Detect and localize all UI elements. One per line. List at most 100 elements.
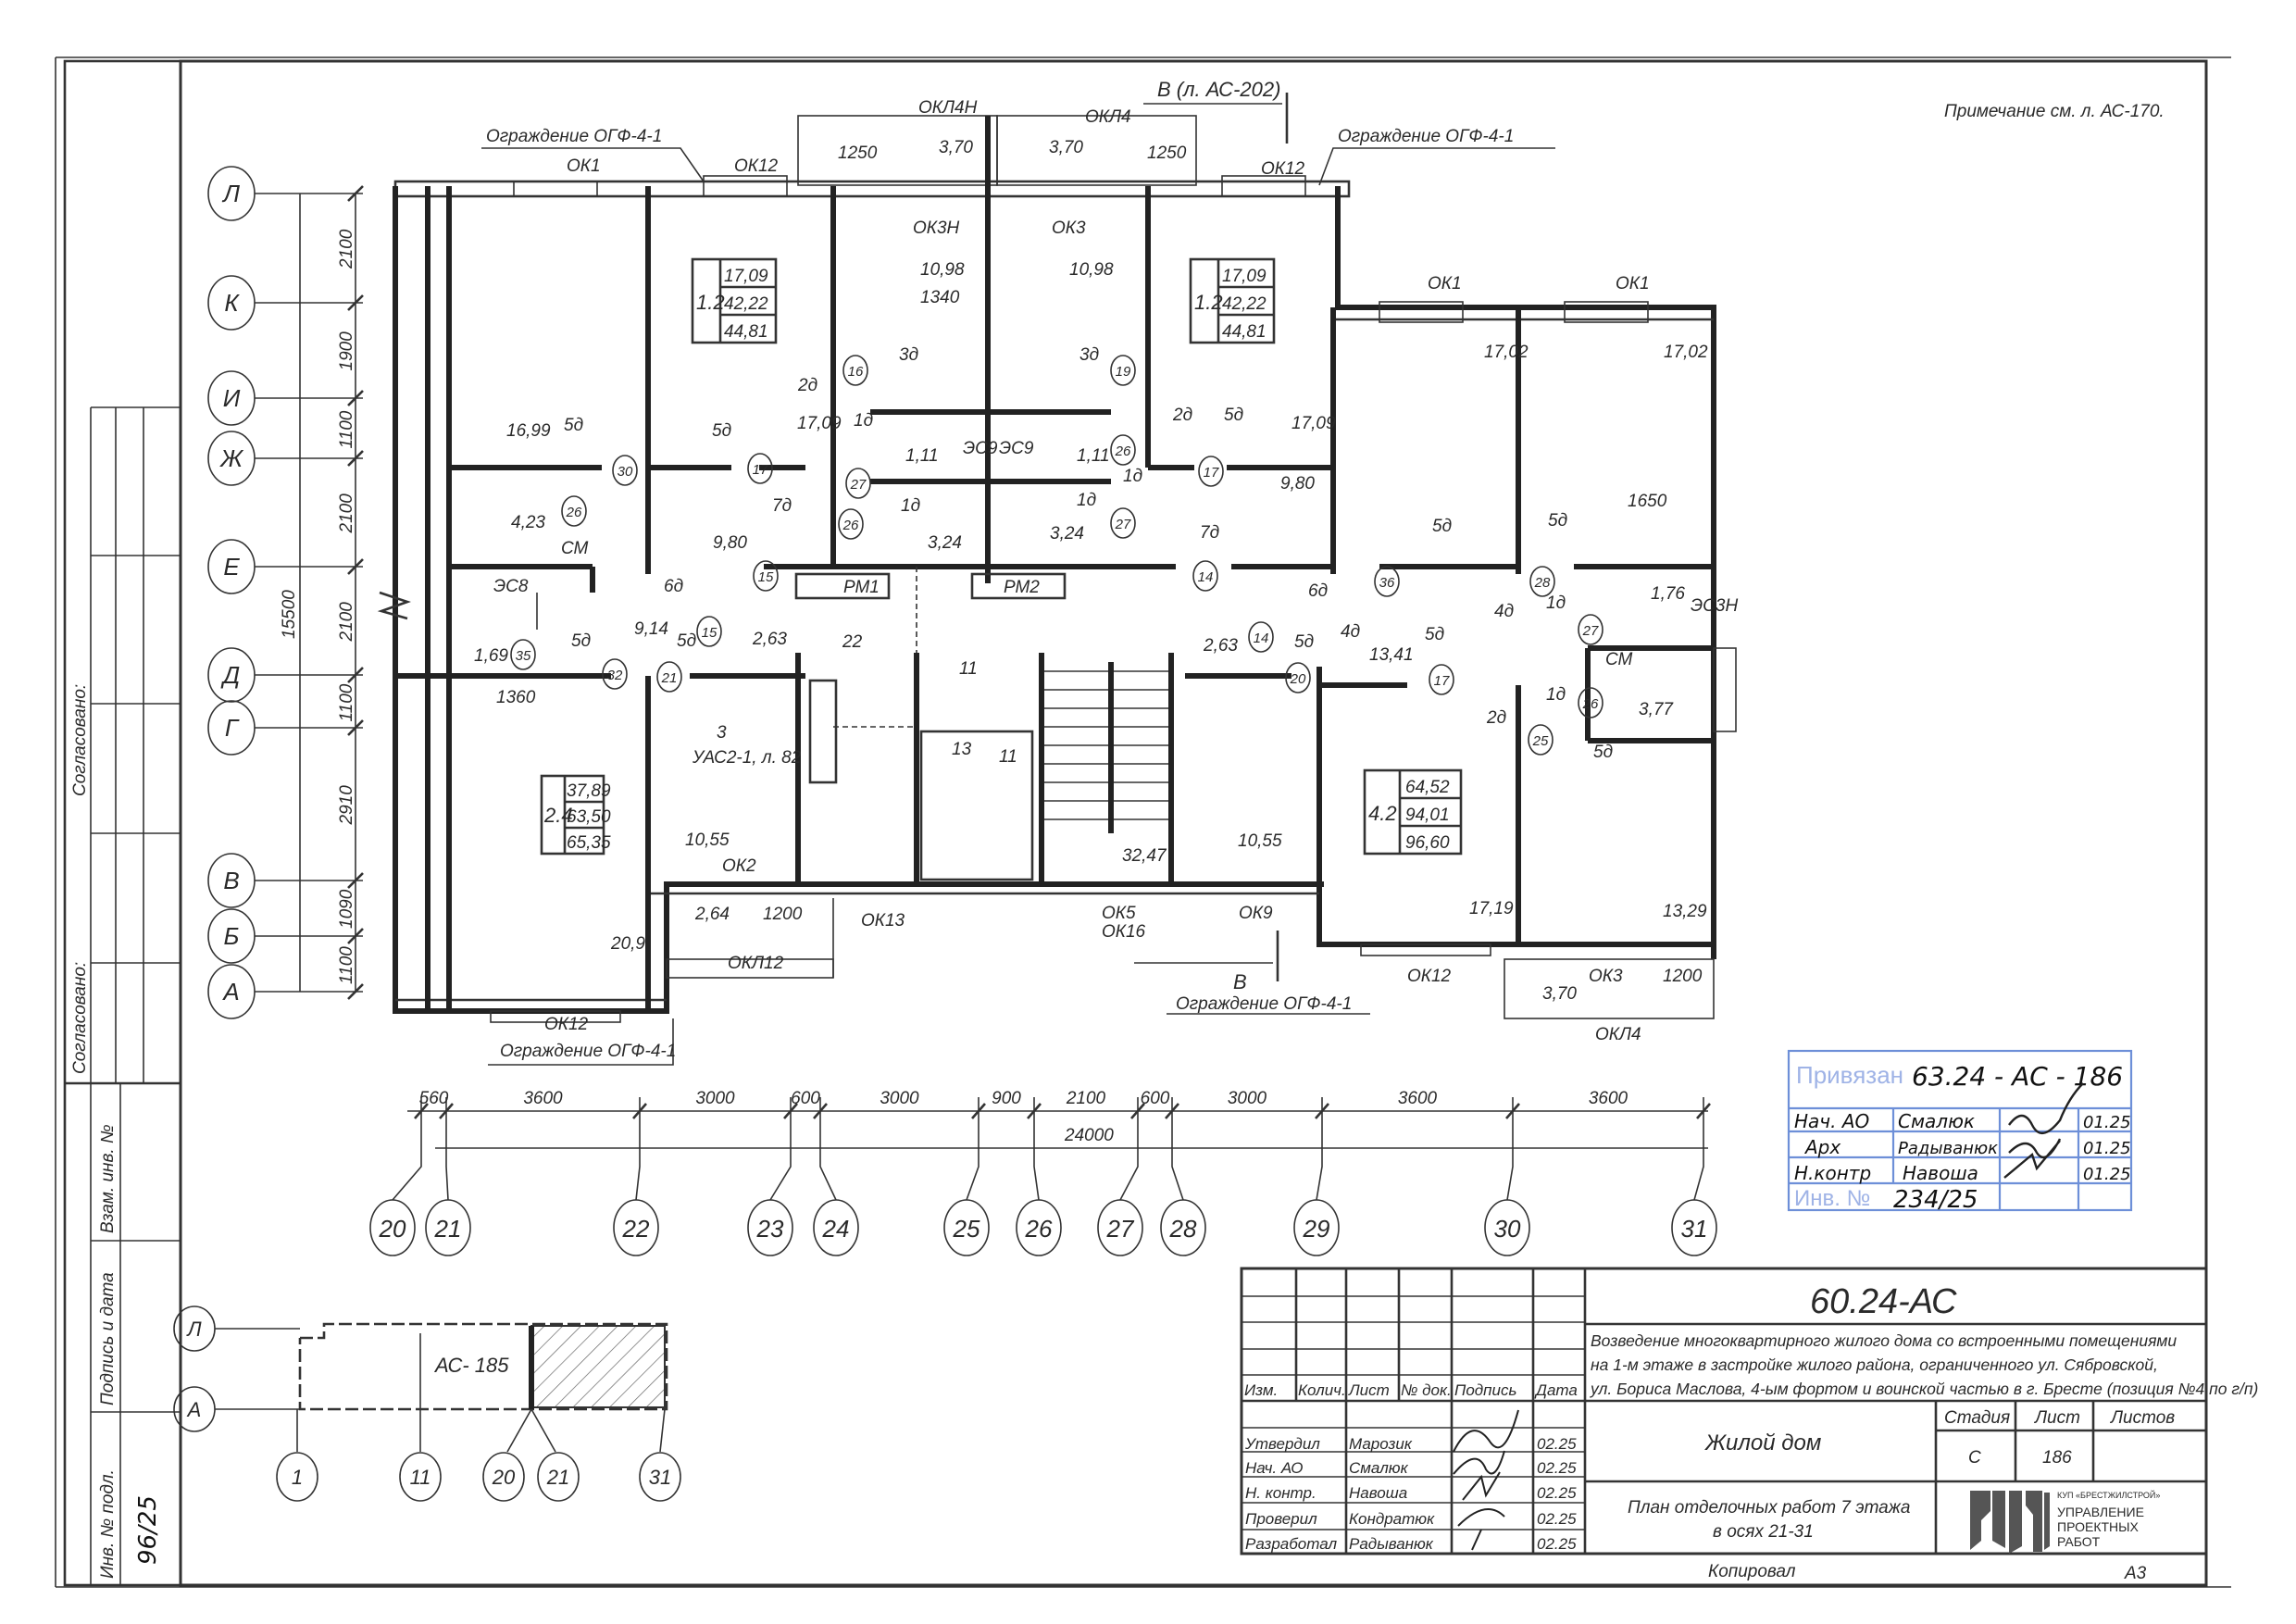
plan-label: ЭС9 bbox=[999, 439, 1034, 458]
plan-label: 5д bbox=[564, 416, 583, 435]
apartment-table: 4.2 64,52 94,01 96,60 bbox=[1363, 768, 1463, 856]
plan-label: 1,69 bbox=[474, 646, 508, 666]
stamp-date: 01.25 bbox=[2083, 1139, 2131, 1158]
plan-label: 2д bbox=[1172, 406, 1192, 425]
floor-plan bbox=[377, 115, 1737, 1066]
vertical-dimension: 1100 bbox=[337, 683, 356, 721]
plan-label: 4д bbox=[1341, 622, 1360, 642]
door-mark: 19 bbox=[1110, 355, 1136, 386]
plan-label: ОК12 bbox=[734, 156, 779, 176]
plan-label: 5д bbox=[712, 421, 731, 441]
door-mark-number: 36 bbox=[1379, 575, 1395, 591]
vertical-total-dimension: 15500 bbox=[280, 590, 299, 639]
vertical-dimension: 2100 bbox=[337, 602, 356, 643]
apartment-total-area: 42,22 bbox=[724, 294, 768, 314]
plan-label: 3,70 bbox=[939, 138, 973, 157]
door-mark-number: 14 bbox=[1198, 569, 1214, 585]
door-mark-number: 27 bbox=[1115, 517, 1131, 532]
plan-label: ОКЛ12 bbox=[728, 954, 784, 973]
row-axis: Е bbox=[207, 539, 364, 594]
revision-header: Дата bbox=[1534, 1381, 1578, 1399]
door-mark-number: 25 bbox=[1532, 733, 1549, 749]
plan-label: ОК3 bbox=[1052, 219, 1086, 238]
linked-stamp: Привязан 63.24 - АС - 186 Нач. АО Смалюк… bbox=[1787, 1049, 2133, 1214]
horizontal-dimension: 560 bbox=[419, 1089, 449, 1108]
door-mark: 14 bbox=[1192, 560, 1218, 592]
vertical-dimension: 1100 bbox=[337, 410, 356, 448]
project-title-line: Возведение многоквартирного жилого дома … bbox=[1591, 1331, 2177, 1350]
plan-label: 13,41 bbox=[1369, 645, 1414, 665]
plan-label: ЭС8 bbox=[493, 577, 529, 596]
apartment-type: 2.4 bbox=[543, 804, 573, 827]
vertical-dimension: 1900 bbox=[337, 331, 356, 371]
plan-label: 3 bbox=[717, 723, 727, 743]
stamp-name: Смалюк bbox=[1898, 1110, 1975, 1132]
plan-label: 1д bbox=[1123, 467, 1142, 486]
door-mark: 30 bbox=[612, 455, 638, 486]
vertical-dimension: 2100 bbox=[337, 493, 356, 534]
plan-label: 5д bbox=[1425, 625, 1444, 644]
key-column-axis bbox=[537, 1452, 580, 1502]
signer-role: Утвердил bbox=[1244, 1435, 1320, 1453]
company-name-line: УПРАВЛЕНИЕ bbox=[2057, 1505, 2144, 1519]
plan-label: ОКЛ4 bbox=[1085, 107, 1131, 127]
row-axis: Б bbox=[207, 908, 364, 964]
signer-role: Разработал bbox=[1245, 1535, 1337, 1553]
stamp-role: Арх bbox=[1803, 1136, 1841, 1158]
plan-label: 1200 bbox=[1663, 967, 1703, 986]
plan-label: 17,02 bbox=[1484, 343, 1529, 362]
column-axis-label: 24 bbox=[822, 1215, 850, 1243]
door-mark-number: 21 bbox=[661, 670, 678, 686]
plan-label: ОК9 bbox=[1239, 904, 1273, 923]
apartment-type: 1.2 bbox=[1194, 291, 1223, 314]
plan-label: 11 bbox=[959, 659, 978, 679]
plan-label: ОКЛ4 bbox=[1595, 1025, 1641, 1044]
column-axis-label: 30 bbox=[1494, 1215, 1521, 1243]
column-axis-label: 28 bbox=[1169, 1215, 1197, 1243]
plan-label: ОК16 bbox=[1102, 922, 1146, 942]
plan-label: 5д bbox=[1224, 406, 1243, 425]
company-name-line: РАБОТ bbox=[2057, 1534, 2101, 1549]
door-mark-number: 28 bbox=[1534, 575, 1551, 591]
plan-label: ОК2 bbox=[722, 856, 756, 876]
column-axis: 26 bbox=[1016, 1097, 1062, 1256]
signer-date: 02.25 bbox=[1537, 1435, 1577, 1453]
row-axis-label: В bbox=[223, 867, 239, 894]
plan-label: 5д bbox=[571, 631, 591, 651]
row-axis-label: А bbox=[221, 978, 239, 1006]
plan-label: 5д bbox=[1432, 517, 1452, 536]
plan-label: 17,09 bbox=[797, 414, 842, 433]
plan-label: 22 bbox=[842, 632, 863, 652]
signer-role: Проверил bbox=[1245, 1510, 1317, 1528]
column-axis: 20 bbox=[369, 1097, 429, 1256]
apartment-total-area: 94,01 bbox=[1405, 806, 1450, 825]
row-axis-label: Л bbox=[221, 180, 240, 207]
signer-role: Нач. АО bbox=[1245, 1459, 1303, 1477]
sign-date-label: Подпись и дата bbox=[98, 1272, 118, 1405]
row-axis-label: К bbox=[224, 289, 240, 317]
plan-label: 3д bbox=[899, 345, 918, 365]
column-axis-label: 21 bbox=[434, 1215, 462, 1243]
plan-label: Ограждение ОГФ-4-1 bbox=[500, 1042, 676, 1061]
plan-label: Ограждение ОГФ-4-1 bbox=[1176, 994, 1352, 1014]
grid-axes: 15500 24000 ЛКИЖЕДГВБА210019001100210021… bbox=[207, 166, 1717, 1256]
plan-label: 17,02 bbox=[1664, 343, 1708, 362]
row-axis: Д bbox=[207, 647, 364, 703]
signer-date: 02.25 bbox=[1537, 1484, 1577, 1502]
door-mark-number: 15 bbox=[758, 569, 774, 585]
row-axis: Г bbox=[207, 700, 364, 756]
door-mark-number: 26 bbox=[1582, 696, 1599, 712]
column-axis: 31 bbox=[1671, 1097, 1717, 1256]
door-mark-number: 35 bbox=[516, 648, 531, 664]
door-mark-number: 26 bbox=[566, 505, 582, 520]
row-axis-label: Е bbox=[223, 553, 240, 581]
vertical-dimension: 1090 bbox=[337, 889, 356, 929]
inv-orig-label: Инв. № подл. bbox=[98, 1469, 118, 1579]
plan-label: 9,80 bbox=[1280, 474, 1315, 493]
row-axis: В bbox=[207, 853, 364, 908]
apartment-living-area: 64,52 bbox=[1405, 778, 1450, 797]
row-axis: Ж bbox=[207, 431, 364, 486]
door-mark: 28 bbox=[1529, 566, 1555, 597]
